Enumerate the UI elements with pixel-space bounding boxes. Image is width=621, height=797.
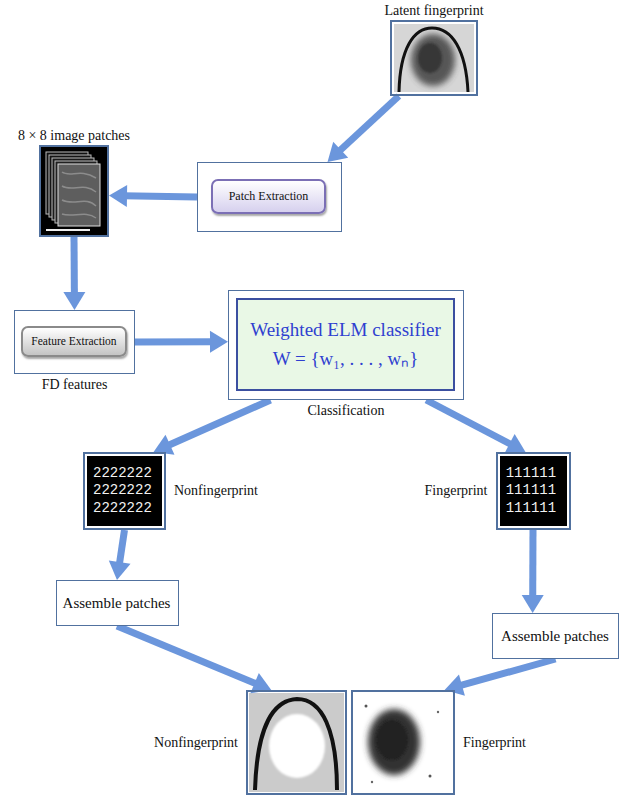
flow-arrow xyxy=(63,237,85,310)
arrow-head xyxy=(109,185,127,207)
latent-image xyxy=(394,24,474,92)
flow-arrow xyxy=(135,331,228,353)
box-label: Assemble patches xyxy=(501,627,609,645)
arrow-shaft xyxy=(338,96,399,152)
flow-arrow xyxy=(445,659,556,696)
arrow-shaft xyxy=(117,626,258,685)
arrow-shaft xyxy=(135,338,214,345)
caption-label: Fingerprint xyxy=(425,483,488,499)
arrow-shaft xyxy=(71,237,78,296)
image-frame: Latent fingerprint xyxy=(390,20,478,96)
caption-label: Classification xyxy=(308,403,385,419)
classifier-box: Weighted ELM classifier W = {w₁, . . . , … xyxy=(228,290,464,400)
process-box: Assemble patches xyxy=(56,580,179,626)
class-digits: 111111 111111 111111 xyxy=(506,465,561,518)
caption-label: Nonfingerprint xyxy=(174,483,258,499)
label-grid: 111111 111111 111111Fingerprint xyxy=(496,452,571,530)
arrow-head xyxy=(210,331,228,353)
flow-arrow xyxy=(117,626,271,693)
flow-arrow xyxy=(328,96,399,162)
image-frame: Nonfingerprint xyxy=(246,690,347,795)
class-digits: 2222222 2222222 2222222 xyxy=(93,465,156,518)
label-grid: 2222222 2222222 2222222Nonfingerprint xyxy=(83,452,166,530)
flow-arrow xyxy=(154,400,271,455)
pill-f-panel: Feature Extraction xyxy=(21,326,127,357)
nonfingerprint-image xyxy=(249,693,344,792)
caption-label: FD features xyxy=(42,377,108,393)
arrow-head xyxy=(63,292,85,310)
caption-label: Nonfingerprint xyxy=(154,735,238,751)
image-frame: 8 × 8 image patches xyxy=(39,145,109,237)
arrow-shaft xyxy=(426,400,513,446)
arrow-shaft xyxy=(123,196,197,197)
patch-stack-image xyxy=(41,147,107,235)
flow-arrow xyxy=(109,530,131,580)
fingerprint-image xyxy=(354,693,452,792)
flow-arrow xyxy=(522,530,544,613)
arrow-head xyxy=(522,595,544,613)
arrow-head xyxy=(109,561,131,580)
arrow-shaft xyxy=(166,400,270,446)
box-label: Feature Extraction xyxy=(31,335,116,349)
flow-arrow xyxy=(109,185,197,207)
arrow-head xyxy=(504,434,525,453)
box-label: W = {w₁, . . . , wₙ} xyxy=(273,348,419,371)
caption-label: Fingerprint xyxy=(463,735,526,751)
arrow-shaft xyxy=(119,530,124,566)
process-box: Feature ExtractionFD features xyxy=(14,310,135,374)
arrow-shaft xyxy=(458,659,555,686)
process-box: Assemble patches xyxy=(492,613,619,659)
caption-label: Latent fingerprint xyxy=(384,3,483,19)
pill-p-panel: Patch Extraction xyxy=(211,179,326,214)
grid-panel: 111111 111111 111111 xyxy=(500,456,567,526)
flow-arrow xyxy=(426,400,525,453)
plain-panel: Assemble patches xyxy=(57,581,177,624)
grid-panel: 2222222 2222222 2222222 xyxy=(87,456,162,526)
arrow-shaft xyxy=(529,530,536,599)
process-box: Patch Extraction xyxy=(197,162,342,232)
image-frame: Fingerprint xyxy=(351,690,455,795)
plain-panel: Assemble patches xyxy=(493,614,617,657)
elm-panel: Weighted ELM classifier W = {w₁, . . . , … xyxy=(236,298,455,391)
caption-label: 8 × 8 image patches xyxy=(18,128,130,144)
box-label: Assemble patches xyxy=(63,594,171,612)
box-label: Weighted ELM classifier xyxy=(250,319,441,342)
arrow-head xyxy=(328,142,349,162)
box-label: Patch Extraction xyxy=(229,189,309,203)
